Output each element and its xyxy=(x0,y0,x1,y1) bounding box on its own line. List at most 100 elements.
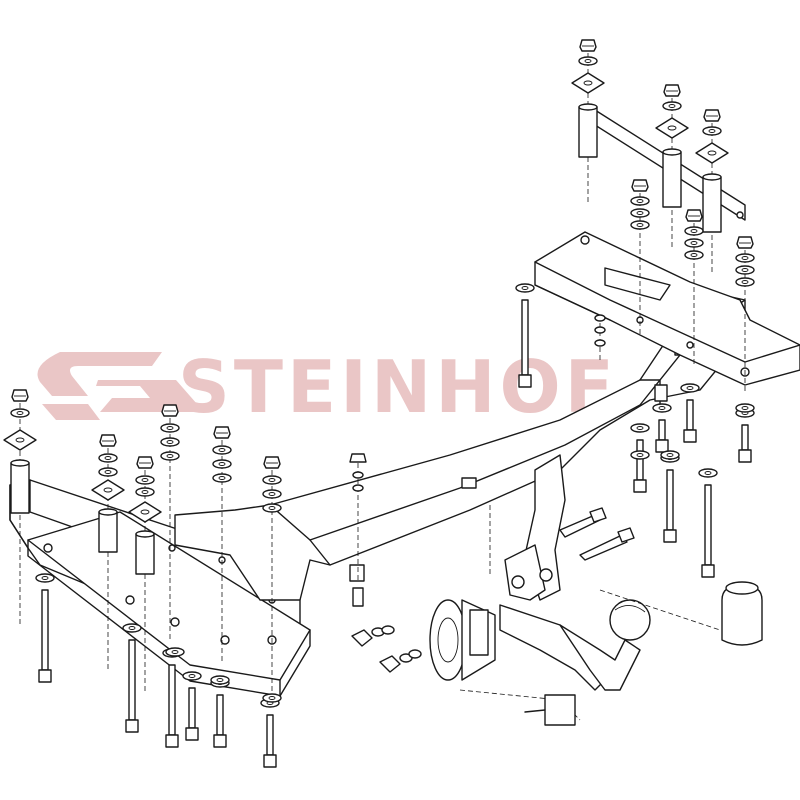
right-bolt xyxy=(515,283,535,388)
washer xyxy=(160,423,180,433)
washer xyxy=(135,487,155,497)
square-plate xyxy=(128,501,162,523)
steinhof-watermark-text: STEINHOF xyxy=(178,345,618,429)
crossbar-tab xyxy=(654,384,668,402)
nut xyxy=(99,434,117,447)
bolt-shaft xyxy=(666,469,674,531)
spacer-tube xyxy=(135,533,155,575)
nut xyxy=(11,389,29,402)
right-bolt xyxy=(680,383,700,443)
bolt-head xyxy=(683,429,697,443)
washer xyxy=(262,693,282,703)
bolt-head xyxy=(165,734,179,748)
bolt-nut-stack-small-left xyxy=(349,453,367,607)
spacer-tube xyxy=(98,511,118,553)
square-plate xyxy=(571,72,605,94)
left-bolt-stack xyxy=(160,404,180,640)
right-lower-bolt xyxy=(660,453,680,543)
washer xyxy=(684,226,704,236)
washer xyxy=(698,468,718,478)
washer xyxy=(212,473,232,483)
washer xyxy=(652,403,672,413)
towball-cover-cap xyxy=(721,581,763,646)
square-plate xyxy=(695,142,729,164)
nut xyxy=(736,236,754,249)
bolt-shaft xyxy=(168,664,176,736)
washer xyxy=(210,675,230,685)
square-plate xyxy=(91,479,125,501)
bolt-head xyxy=(518,374,532,388)
right-mid-bolt-stack xyxy=(630,179,650,335)
nut xyxy=(703,109,721,122)
washer xyxy=(262,489,282,499)
washer xyxy=(630,450,650,460)
bolt-hole xyxy=(220,635,230,645)
washer xyxy=(630,423,650,433)
washer xyxy=(98,467,118,477)
washer xyxy=(735,403,755,413)
spacer-tube xyxy=(578,106,598,158)
bolt-head xyxy=(738,449,752,463)
bolt-head xyxy=(352,587,364,607)
bottom-bolt xyxy=(260,698,280,768)
nut xyxy=(136,456,154,469)
washer-extra xyxy=(165,647,282,703)
bottom-bolt xyxy=(182,671,202,741)
washer xyxy=(212,459,232,469)
bolt-head xyxy=(663,529,677,543)
left-bolt-stack xyxy=(212,426,232,662)
bolt-head xyxy=(185,727,199,741)
washer xyxy=(660,450,680,460)
bolt-shaft xyxy=(188,687,196,729)
bolt-shaft xyxy=(686,399,694,431)
nut xyxy=(631,179,649,192)
square-plate xyxy=(3,429,37,451)
washer xyxy=(735,253,755,263)
bolt-shaft xyxy=(636,439,644,481)
electric-socket-plate xyxy=(429,599,496,681)
washer xyxy=(680,383,700,393)
spacer-tube xyxy=(10,462,30,514)
right-top-bolt-stack xyxy=(571,39,605,205)
washer xyxy=(735,265,755,275)
right-lower-bolt xyxy=(735,408,755,463)
connector-box xyxy=(544,694,576,726)
towball-neck xyxy=(499,599,651,691)
washer xyxy=(35,573,55,583)
left-bolt-stack xyxy=(3,389,37,625)
bolt-hole xyxy=(125,595,135,605)
left-bolt-stack xyxy=(128,456,162,692)
bolt-head xyxy=(213,734,227,748)
towball xyxy=(609,599,651,641)
washer xyxy=(10,408,30,418)
side-bolts xyxy=(559,507,635,561)
washer xyxy=(630,220,650,230)
towball-bracket xyxy=(489,454,566,601)
bolt-head xyxy=(655,439,669,453)
washer xyxy=(212,445,232,455)
bolt-head xyxy=(701,564,715,578)
pivot-hole xyxy=(511,575,525,589)
bolt-head xyxy=(263,754,277,768)
nut xyxy=(685,209,703,222)
bolt-shaft xyxy=(658,419,666,441)
crossbar-tab xyxy=(349,564,365,582)
washer xyxy=(662,101,682,111)
washer xyxy=(98,453,118,463)
bolt-shaft xyxy=(216,694,224,736)
bolt-hole xyxy=(580,235,590,245)
right-top-bolt-stack xyxy=(655,84,689,250)
steinhof-watermark: STEINHOF xyxy=(37,345,618,429)
bottom-bolt xyxy=(122,623,142,733)
right-top-bolt-stack xyxy=(695,109,729,275)
washer xyxy=(262,475,282,485)
bolt-head xyxy=(38,669,52,683)
steinhof-logo-swoosh xyxy=(37,352,204,420)
washer xyxy=(735,277,755,287)
washer xyxy=(684,238,704,248)
bolt-shaft xyxy=(521,299,529,376)
square-plate xyxy=(655,117,689,139)
bolt-shaft xyxy=(41,589,49,671)
